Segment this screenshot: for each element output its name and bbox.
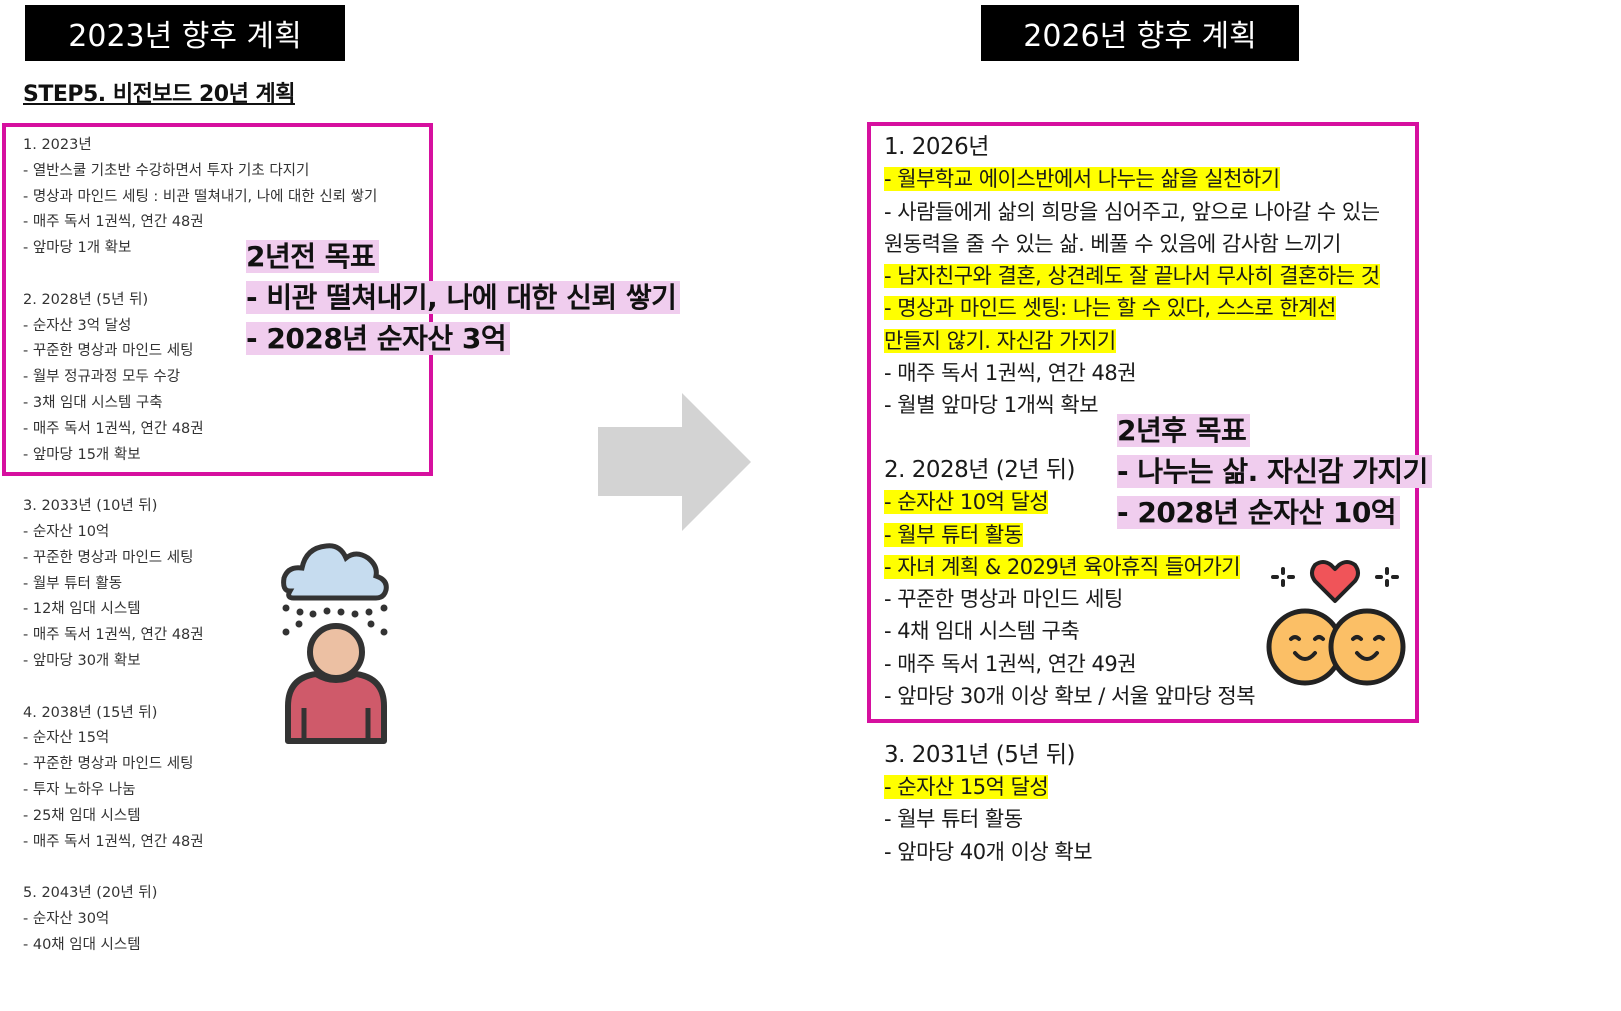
list-item: - 앞마당 15개 확보 (23, 446, 141, 463)
list-item: - 순자산 15억 (23, 730, 110, 747)
goal-line: 2년후 목표 (1117, 410, 1432, 451)
goal-item: - 2028년 순자산 10억 (1117, 496, 1401, 529)
highlighted-text: - 월부학교 에이스반에서 나누는 삶을 실천하기 (884, 167, 1280, 192)
plan-section: 1. 2026년 - 월부학교 에이스반에서 나누는 삶을 실천하기 - 사람들에게… (884, 131, 1380, 422)
list-item: - 순자산 15억 달성 (884, 771, 1380, 803)
item-text: - 월별 앞마당 1개씩 확보 (884, 393, 1099, 418)
item-text: - 앞마당 40개 이상 확보 (884, 839, 1093, 864)
section-heading: 3. 2031년 (5년 뒤) (884, 741, 1075, 768)
right-goal-note: 2년후 목표 - 나누는 삶. 자신감 가지기 - 2028년 순자산 10억 (1117, 410, 1432, 533)
list-item: - 25채 임대 시스템 (23, 807, 141, 824)
list-item: - 앞마당 30개 확보 (23, 652, 141, 669)
list-item: - 월부 튜터 활동 (884, 803, 1380, 835)
plan-section: 2. 2028년 (2년 뒤) - 순자산 10억 달성 - 월부 튜터 활동 - 자… (884, 454, 1380, 712)
list-item: - 4채 임대 시스템 구축 (884, 615, 1380, 647)
item-text: - 꾸준한 명상과 마인드 세팅 (884, 587, 1123, 612)
list-item: - 12채 임대 시스템 (23, 601, 141, 618)
goal-title: 2년전 목표 (246, 240, 380, 273)
list-item: 원동력을 줄 수 있는 삶. 베풀 수 있음에 감사함 느끼기 (884, 228, 1380, 260)
section-heading: 1. 2026년 (884, 134, 989, 160)
section-heading: 2. 2028년 (5년 뒤) (23, 291, 149, 308)
left-title: 2023년 향후 계획 (25, 5, 345, 61)
section-heading: 1. 2023년 (23, 137, 92, 153)
list-item: - 순자산 10억 (23, 523, 110, 540)
goal-line: - 비관 떨쳐내기, 나에 대한 신뢰 쌓기 (246, 277, 681, 318)
item-text: - 매주 독서 1권씩, 연간 49권 (884, 651, 1137, 676)
list-item: - 꾸준한 명상과 마인드 세팅 (23, 756, 194, 773)
list-item: - 앞마당 1개 확보 (23, 240, 132, 257)
list-item: - 앞마당 30개 이상 확보 / 서울 앞마당 정복 (884, 680, 1380, 712)
list-item: - 꾸준한 명상과 마인드 세팅 (23, 343, 194, 360)
left-goal-note: 2년전 목표 - 비관 떨쳐내기, 나에 대한 신뢰 쌓기 - 2028년 순자산 … (246, 236, 681, 359)
goal-item: - 비관 떨쳐내기, 나에 대한 신뢰 쌓기 (246, 281, 681, 314)
highlighted-text: 만들지 않기. 자신감 가지기 (884, 328, 1116, 353)
step-heading: STEP5. 비전보드 20년 계획 (23, 82, 295, 107)
goal-title: 2년후 목표 (1117, 414, 1251, 447)
goal-item: - 나누는 삶. 자신감 가지기 (1117, 455, 1432, 488)
item-text: - 매주 독서 1권씩, 연간 48권 (884, 361, 1137, 386)
list-item: - 매주 독서 1권씩, 연간 48권 (23, 420, 204, 437)
right-highlight-frame (867, 122, 1419, 723)
list-item: - 매주 독서 1권씩, 연간 48권 (23, 627, 204, 644)
highlighted-text: - 명상과 마인드 셋팅: 나는 할 수 있다, 스스로 한계선 (884, 296, 1336, 321)
list-item: 만들지 않기. 자신감 가지기 (884, 325, 1380, 357)
list-item: - 월부학교 에이스반에서 나누는 삶을 실천하기 (884, 163, 1380, 195)
goal-item: - 2028년 순자산 3억 (246, 322, 511, 355)
goal-line: - 2028년 순자산 3억 (246, 318, 680, 359)
plan-section: 2. 2028년 (5년 뒤) - 순자산 3억 달성 - 꾸준한 명상과 마인드 … (23, 288, 377, 469)
list-item: - 순자산 10억 달성 (884, 486, 1380, 518)
item-text: - 4채 임대 시스템 구축 (884, 619, 1080, 644)
plan-section: 1. 2023년 - 열반스쿨 기초반 수강하면서 투자 기초 다지기 - 명상과 … (23, 133, 377, 262)
list-item: - 월부 정규과정 모두 수강 (23, 369, 181, 386)
highlighted-text: - 월부 튜터 활동 (884, 522, 1023, 547)
plan-section: 3. 2033년 (10년 뒤) - 순자산 10억 - 꾸준한 명상과 마인드 세… (23, 494, 377, 675)
list-item: - 매주 독서 1권씩, 연간 48권 (23, 214, 204, 231)
couple-smiling-heart-icon (1266, 560, 1406, 686)
item-text: 원동력을 줄 수 있는 삶. 베풀 수 있음에 감사함 느끼기 (884, 231, 1341, 256)
item-text: - 월부 튜터 활동 (884, 807, 1023, 832)
list-item: - 열반스쿨 기초반 수강하면서 투자 기초 다지기 (23, 162, 310, 179)
goal-line: 2년전 목표 (246, 236, 680, 277)
goal-line: - 나누는 삶. 자신감 가지기 (1117, 451, 1432, 492)
list-item: - 자녀 계획 & 2029년 육아휴직 들어가기 (884, 551, 1380, 583)
list-item: - 사람들에게 삶의 희망을 심어주고, 앞으로 나아갈 수 있는 (884, 196, 1380, 228)
list-item: - 투자 노하우 나눔 (23, 781, 136, 798)
section-heading: 4. 2038년 (15년 뒤) (23, 704, 158, 721)
plan-section: 3. 2031년 (5년 뒤) - 순자산 15억 달성 - 월부 튜터 활동 - 앞… (884, 739, 1380, 868)
list-item: - 꾸준한 명상과 마인드 세팅 (23, 549, 194, 566)
section-heading: 2. 2028년 (2년 뒤) (884, 456, 1075, 483)
item-text: - 앞마당 30개 이상 확보 / 서울 앞마당 정복 (884, 684, 1256, 709)
list-item: - 순자산 3억 달성 (23, 317, 132, 334)
list-item: - 월별 앞마당 1개씩 확보 (884, 389, 1380, 421)
highlighted-text: - 남자친구와 결혼, 상견례도 잘 끝나서 무사히 결혼하는 것 (884, 264, 1380, 289)
right-plan-list: 1. 2026년 - 월부학교 에이스반에서 나누는 삶을 실천하기 - 사람들에게… (884, 131, 1380, 900)
highlighted-text: - 순자산 15억 달성 (884, 774, 1049, 799)
goal-line: - 2028년 순자산 10억 (1117, 492, 1432, 533)
sad-person-rain-cloud-icon (281, 543, 389, 744)
list-item: - 월부 튜터 활동 (884, 519, 1380, 551)
left-plan-list: 1. 2023년 - 열반스쿨 기초반 수강하면서 투자 기초 다지기 - 명상과 … (23, 133, 377, 984)
plan-section: 4. 2038년 (15년 뒤) - 순자산 15억 - 꾸준한 명상과 마인드 세… (23, 701, 377, 856)
section-heading: 3. 2033년 (10년 뒤) (23, 498, 158, 515)
highlighted-text: - 자녀 계획 & 2029년 육아휴직 들어가기 (884, 554, 1241, 579)
list-item: - 명상과 마인드 세팅 : 비관 떨쳐내기, 나에 대한 신뢰 쌓기 (23, 188, 378, 205)
list-item: - 매주 독서 1권씩, 연간 49권 (884, 648, 1380, 680)
list-item: - 앞마당 40개 이상 확보 (884, 836, 1380, 868)
list-item: - 월부 튜터 활동 (23, 575, 123, 592)
list-item: - 남자친구와 결혼, 상견례도 잘 끝나서 무사히 결혼하는 것 (884, 260, 1380, 292)
highlighted-text: - 순자산 10억 달성 (884, 490, 1049, 515)
right-arrow-icon (598, 393, 751, 531)
list-item: - 매주 독서 1권씩, 연간 48권 (884, 357, 1380, 389)
item-text: - 사람들에게 삶의 희망을 심어주고, 앞으로 나아갈 수 있는 (884, 199, 1380, 224)
right-title: 2026년 향후 계획 (981, 5, 1299, 61)
list-item: - 순자산 30억 (23, 910, 110, 927)
list-item: - 40채 임대 시스템 (23, 936, 141, 953)
section-heading: 5. 2043년 (20년 뒤) (23, 885, 158, 902)
list-item: - 매주 독서 1권씩, 연간 48권 (23, 833, 204, 850)
plan-section: 5. 2043년 (20년 뒤) - 순자산 30억 - 40채 임대 시스템 (23, 881, 377, 958)
list-item: - 꾸준한 명상과 마인드 세팅 (884, 583, 1380, 615)
list-item: - 3채 임대 시스템 구축 (23, 394, 163, 411)
list-item: - 명상과 마인드 셋팅: 나는 할 수 있다, 스스로 한계선 (884, 292, 1380, 324)
